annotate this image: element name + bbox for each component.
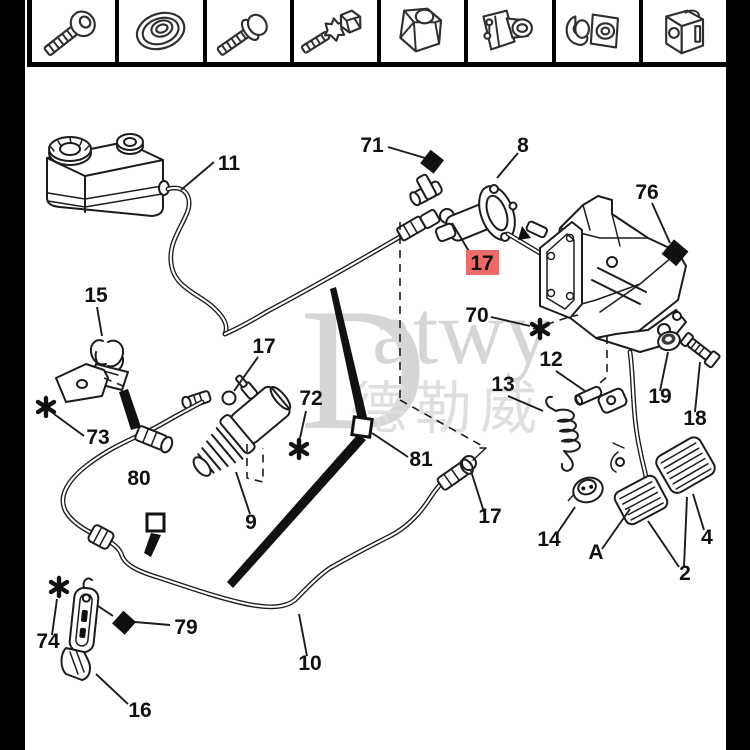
- callout-73: 73: [86, 426, 109, 449]
- pipe-grommet: [87, 524, 115, 550]
- thumb-stud-with-nut[interactable]: [289, 0, 377, 62]
- asterisk-marker-73: [35, 395, 57, 419]
- thumb-hose-clamp[interactable]: [551, 0, 639, 62]
- callout-74: 74: [36, 630, 60, 653]
- callout-72: 72: [299, 387, 322, 410]
- fluid-reservoir: [46, 133, 170, 217]
- mounting-strap: [60, 577, 100, 681]
- highlight-box[interactable]: [466, 250, 499, 275]
- button-head-bolt-icon: [43, 10, 96, 56]
- connection-leaders: [144, 287, 374, 588]
- return-spring-13: [545, 395, 581, 472]
- callout-4: 4: [701, 526, 713, 549]
- watermark-brand-rest: atwy: [372, 281, 551, 383]
- callout-70: 70: [465, 304, 488, 327]
- callout-12: 12: [539, 348, 562, 371]
- callout-71: 71: [360, 134, 384, 157]
- thumb-clip-block[interactable]: [638, 0, 726, 62]
- callout-76: 76: [635, 181, 658, 204]
- pan-head-screw-icon: [216, 13, 268, 56]
- callout-80: 80: [127, 467, 150, 490]
- right-frame-bar: [726, 0, 750, 750]
- callout-9: 9: [245, 511, 257, 534]
- reference-lines: [399, 222, 487, 461]
- thumb-grommet-washer[interactable]: [115, 0, 203, 62]
- pedal-pad-a: [613, 474, 669, 526]
- asterisk-markers: [35, 317, 551, 599]
- asterisk-marker-74: [48, 575, 70, 599]
- callout-10: 10: [298, 652, 321, 675]
- hex-flange-nut-icon: [399, 7, 443, 53]
- thumb-hex-flange-nut[interactable]: [377, 0, 465, 62]
- callout-18: 18: [683, 407, 707, 430]
- square-marker-81: [350, 415, 374, 439]
- bolt-18: [679, 332, 721, 369]
- clip-block-icon: [664, 9, 704, 55]
- highlighted-callout-17[interactable]: 17: [466, 250, 499, 275]
- o-ring-17-slave: [221, 390, 237, 406]
- callout-16: 16: [128, 699, 151, 722]
- diamond-markers: [112, 149, 689, 635]
- callout-81: 81: [409, 448, 433, 471]
- watermark-cjk: 德勒威: [350, 378, 545, 441]
- thumb-button-head-bolt[interactable]: [32, 0, 116, 62]
- supply-hose: [165, 185, 413, 337]
- leader-lines: [51, 146, 705, 705]
- thumb-mounting-bracket[interactable]: [464, 0, 552, 62]
- hydraulic-pipe-10: [60, 399, 477, 610]
- callout-8: 8: [517, 134, 529, 157]
- stud-with-nut-icon: [300, 9, 362, 54]
- callout-2: 2: [679, 562, 691, 585]
- pipe-clip-15: [55, 339, 141, 430]
- callout-13: 13: [491, 373, 514, 396]
- grommet-19: [657, 330, 681, 352]
- callout-17-pipe: 17: [478, 505, 501, 528]
- callout-19: 19: [648, 385, 671, 408]
- clevis-pin-12: [574, 385, 603, 406]
- pedal-pad-4: [655, 436, 716, 494]
- square-marker-80: [145, 512, 166, 533]
- callout-79: 79: [174, 616, 197, 639]
- hose-clamp-icon: [565, 13, 619, 49]
- diamond-marker-79: [112, 610, 137, 635]
- callout-labels: 71 8 76 11 15 70 17 72 12 13 19 18 73 81…: [36, 134, 713, 722]
- callout-14: 14: [537, 528, 561, 551]
- callout-17-slave: 17: [252, 335, 275, 358]
- callout-17-highlighted[interactable]: 17: [470, 252, 493, 275]
- pedal-assembly: [532, 314, 721, 526]
- callout-11: 11: [218, 152, 241, 175]
- mounting-bracket-icon: [482, 9, 534, 51]
- pedal-stop-14: [567, 476, 604, 504]
- callout-15: 15: [84, 284, 108, 307]
- grommet-washer-icon: [136, 11, 186, 51]
- thumb-pan-head-screw[interactable]: [202, 0, 290, 62]
- callout-a: A: [588, 541, 603, 564]
- left-frame-bar: [0, 0, 25, 750]
- watermark: D atwy 德勒威: [300, 272, 551, 466]
- o-ring-17-pipe: [461, 455, 477, 471]
- clutch-slave-cylinder: [181, 374, 292, 484]
- diamond-marker-76: [661, 239, 689, 267]
- hardware-thumbnail-strip: [27, 0, 731, 67]
- asterisk-marker-70: [529, 317, 551, 341]
- diamond-marker-71: [420, 149, 445, 174]
- asterisk-marker-72: [288, 437, 310, 461]
- clip-16: [60, 647, 91, 681]
